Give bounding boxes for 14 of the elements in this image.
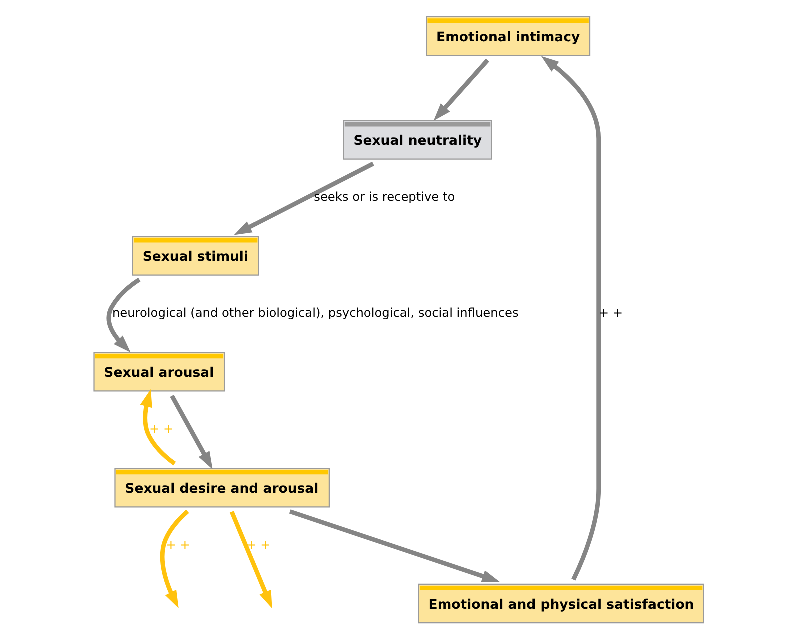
arrow (288, 510, 500, 582)
edge-label: + + (598, 306, 623, 320)
arrow (234, 162, 374, 236)
edge-label: + + (149, 422, 174, 436)
arrow (160, 510, 189, 609)
arrow (540, 56, 601, 581)
edge-label: + + (246, 538, 270, 552)
edge-label: seeks or is receptive to (314, 190, 455, 204)
edge-label: neurological (and other biological), psychological, social influences (112, 306, 518, 320)
arrow (106, 278, 140, 353)
arrow (140, 389, 176, 466)
arrow (433, 58, 489, 121)
edge-label: + + (166, 538, 190, 552)
arrow (170, 394, 212, 470)
